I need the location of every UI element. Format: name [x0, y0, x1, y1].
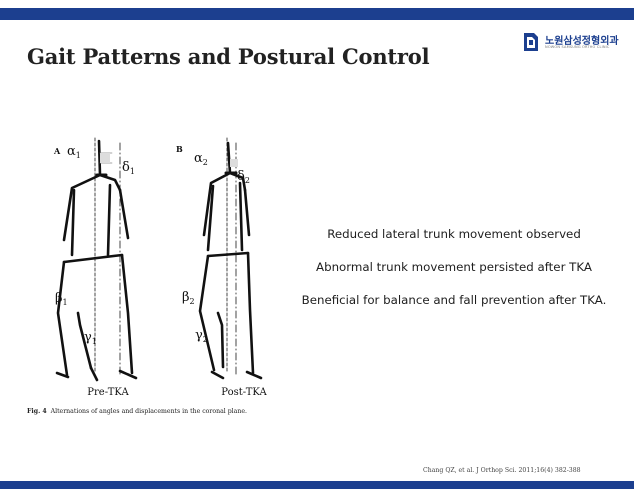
panel-a-label: A	[53, 146, 61, 156]
delta-2-label: δ2	[237, 169, 250, 185]
key-point: Beneficial for balance and fall preventi…	[278, 284, 630, 317]
alpha-1-label: α1	[67, 144, 81, 160]
panel-b	[200, 138, 261, 378]
figure-caption: Fig. 4 Alternations of angles and displa…	[27, 408, 247, 415]
pre-tka-caption: Pre-TKA	[87, 387, 129, 398]
clinic-subtitle: NOWON SAMSUNG ORTHO CLINIC	[545, 45, 610, 49]
gait-figure: A α1 δ1 β1 γ1 B α2 δ2 β2 γ2 Pre-TKA Post…	[40, 135, 310, 405]
delta-1-label: δ1	[122, 160, 135, 176]
key-points: Reduced lateral trunk movement observed …	[278, 218, 630, 317]
key-point: Reduced lateral trunk movement observed	[278, 218, 630, 251]
beta-2-label: β2	[182, 290, 195, 306]
figure-caption-text: Alternations of angles and displacements…	[51, 408, 247, 415]
citation: Chang QZ, et al. J Orthop Sci. 2011;16(4…	[423, 467, 581, 474]
key-point: Abnormal trunk movement persisted after …	[278, 251, 630, 284]
panel-b-label: B	[176, 144, 183, 154]
figure-number: Fig. 4	[27, 408, 47, 415]
top-accent-bar	[0, 8, 634, 20]
gamma-2-label: γ2	[195, 328, 208, 344]
slide-title: Gait Patterns and Postural Control	[27, 44, 429, 69]
bottom-accent-bar	[0, 481, 634, 489]
beta-1-label: β1	[55, 291, 68, 307]
alpha-2-label: α2	[194, 151, 208, 167]
clinic-logo: 노원삼성정형외과 NOWON SAMSUNG ORTHO CLINIC	[521, 31, 625, 55]
gamma-1-label: γ1	[84, 330, 97, 346]
post-tka-caption: Post-TKA	[221, 387, 267, 398]
hospital-logo-icon	[521, 31, 541, 53]
